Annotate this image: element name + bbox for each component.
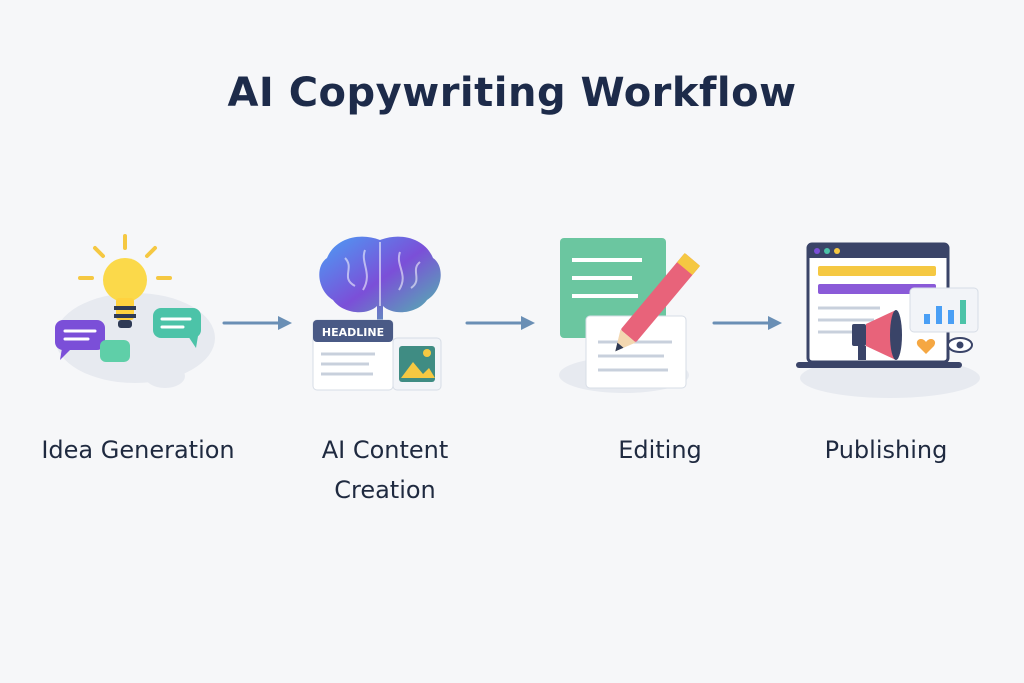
arrow-icon	[465, 316, 535, 330]
document-pencil-icon	[559, 238, 701, 393]
step-label-ai-content-creation: AI Content Creation	[321, 436, 449, 504]
step-label-publishing: Publishing	[824, 436, 948, 464]
laptop-megaphone-icon	[796, 242, 980, 398]
headline-text: HEADLINE	[322, 326, 384, 339]
brain-document-icon: HEADLINE	[312, 236, 442, 391]
lightbulb-chat-icon	[55, 234, 215, 388]
diagram-title: AI Copywriting Workflow	[227, 70, 797, 116]
step-label-idea-generation: Idea Generation	[41, 436, 235, 464]
arrow-icon	[712, 316, 782, 330]
step-label-editing: Editing	[618, 436, 702, 464]
arrow-icon	[222, 316, 292, 330]
